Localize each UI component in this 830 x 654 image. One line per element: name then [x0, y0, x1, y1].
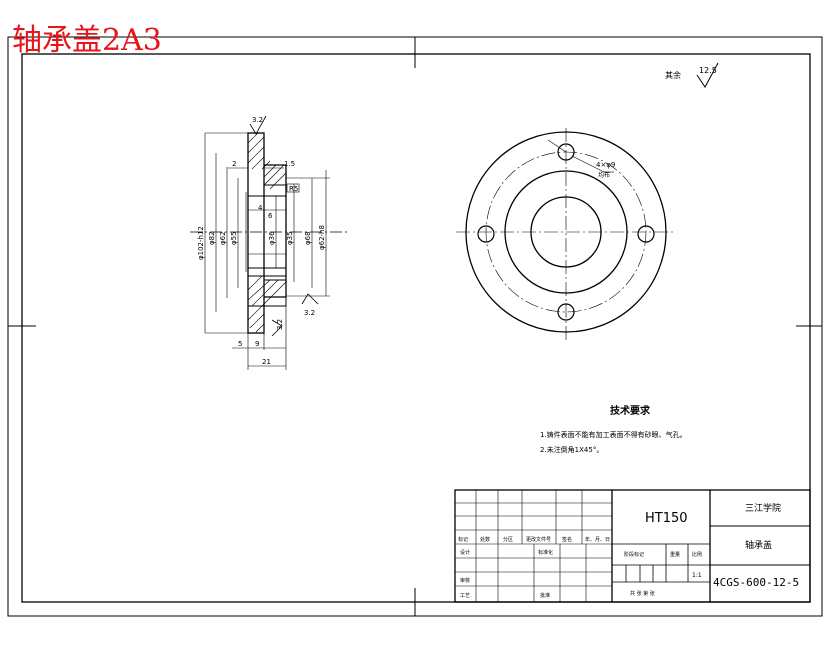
- tb-approve: 批准: [540, 592, 550, 599]
- dim-4: 4: [258, 204, 263, 212]
- bolt-hole-right: [637, 225, 655, 243]
- dim-rough-right: 3.2: [304, 309, 315, 317]
- tb-sheets: 共 张 第 张: [630, 590, 655, 597]
- tech-req-item-1: 1.铸件表面不能有加工表面不得有砂眼、气孔。: [540, 430, 687, 439]
- header-title: 轴承盖2A3: [12, 23, 162, 58]
- hole-note: 4×φ9: [596, 161, 615, 169]
- hatching-top: [247, 132, 287, 190]
- hub-body: [264, 164, 287, 298]
- tb-header-change: 更改文件号: [526, 536, 551, 543]
- dim-phi82: φ82: [208, 231, 216, 245]
- tb-header-date: 年、月、日: [585, 536, 610, 543]
- tb-ratio: 比例: [692, 551, 702, 558]
- tb-standard: 标准化: [538, 549, 553, 556]
- dim-r5: R5: [289, 185, 298, 193]
- dim-5: 5: [238, 340, 242, 348]
- dim-1-5: 1.5: [284, 160, 295, 168]
- roughness-label: 其余: [665, 70, 681, 80]
- bolt-hole-left: [477, 225, 495, 243]
- bolt-hole-top: [557, 143, 575, 161]
- tb-header-zone: 分区: [503, 536, 513, 543]
- centering-marks: [8, 37, 822, 616]
- dim-phi68: φ68: [304, 231, 312, 245]
- dim-phi36: φ36: [268, 231, 276, 245]
- dim-phi62: φ62: [219, 231, 227, 245]
- inner-frame: [21, 53, 811, 603]
- diameter-dims: [204, 132, 330, 334]
- length-dims: [228, 167, 287, 370]
- tb-weight: 重量: [670, 551, 680, 558]
- scale-value: 1:1: [692, 572, 702, 579]
- roughness-symbol: [696, 62, 719, 88]
- flange-body: [247, 132, 265, 334]
- tb-header-sign: 签名: [562, 536, 572, 543]
- rough-symbol-top: [249, 115, 267, 135]
- front-view: [456, 128, 676, 340]
- bolt-hole-bottom: [557, 303, 575, 321]
- tb-review: 审核: [460, 577, 470, 584]
- tech-requirements: 技术要求 1.铸件表面不能有加工表面不得有砂眼、气孔。 2.未注倒角1X45°。: [540, 404, 687, 454]
- rough-symbol-bottom: [271, 319, 283, 337]
- section-view: [190, 115, 350, 370]
- tb-stage-mark: 阶段标记: [624, 551, 644, 558]
- rough-symbol-right: [301, 293, 319, 305]
- part-name: 轴承盖: [745, 539, 772, 551]
- dim-21: 21: [262, 358, 271, 366]
- dim-phi35: φ35: [286, 231, 294, 245]
- dim-2: 2: [232, 160, 236, 168]
- title-block: [454, 489, 811, 603]
- tb-process: 工艺: [460, 593, 470, 599]
- tb-header-count: 处数: [480, 536, 490, 543]
- hole-sub-note: 均布: [598, 171, 610, 179]
- drawing-number: 4CGS-600-12-5: [713, 576, 799, 589]
- dim-9: 9: [255, 340, 259, 348]
- tb-header-mark: 标记: [458, 536, 468, 543]
- dim-rough-top: 3.2: [252, 116, 263, 124]
- roughness-note: 其余 12.5: [665, 62, 719, 88]
- roughness-value: 12.5: [699, 66, 717, 75]
- school-name: 三江学院: [745, 502, 781, 514]
- dim-phi102: φ102-h12: [197, 226, 205, 260]
- dim-rough-bottom: 3.2: [276, 319, 284, 330]
- dim-phi62h: φ62-h8: [318, 225, 326, 250]
- dim-phi55: φ55: [230, 231, 238, 245]
- dim-6: 6: [268, 212, 273, 220]
- tech-req-item-2: 2.未注倒角1X45°。: [540, 445, 603, 454]
- hatching-bottom: [247, 275, 287, 333]
- material-text: HT150: [645, 511, 688, 526]
- tb-designer: 设计: [460, 549, 470, 556]
- section-dim-texts: 3.2 3.2 3.2 2 1.5 4 R5 6 φ102-h12 φ82 φ6…: [197, 116, 326, 366]
- tech-req-title: 技术要求: [610, 404, 651, 417]
- title-block-texts: HT150 三江学院 轴承盖 4CGS-600-12-5 1:1 标记 处数 分…: [458, 502, 799, 599]
